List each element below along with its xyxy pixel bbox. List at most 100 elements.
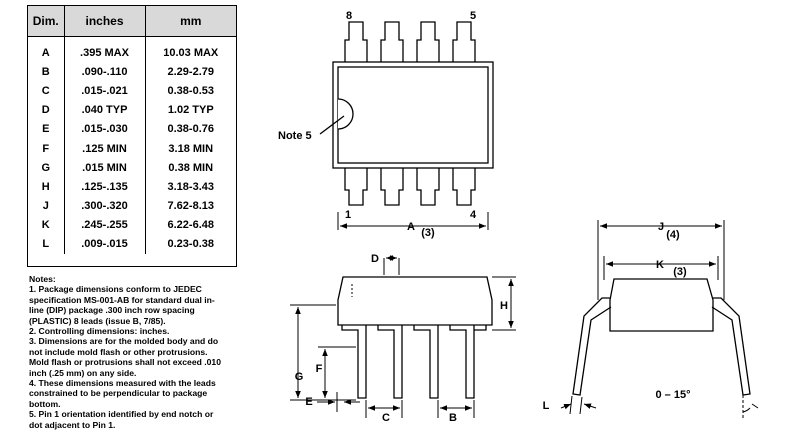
mm-cell: 0.38-0.76 [167, 123, 214, 136]
inches-cell: .015-.021 [64, 81, 146, 101]
table-row: K.245-.255 6.22-6.48 [28, 215, 236, 235]
note-line: dot adjacent to Pin 1. [29, 419, 116, 430]
table-row: B.090-.110 2.29-2.79 [28, 62, 236, 82]
package-body-end [609, 278, 714, 332]
table-row: F.125 MIN 3.18 MIN [28, 138, 236, 159]
note-line: (PLASTIC) 8 leads (issue B, 7/85). [29, 315, 166, 326]
side-view [290, 255, 516, 418]
dim-h-label: H [500, 300, 508, 312]
note-line: bottom. [29, 398, 61, 409]
header-inches: inches [64, 6, 146, 37]
dim-cell: B [28, 62, 65, 82]
note-line: Mold flash or protrusions shall not exce… [29, 357, 221, 368]
dim-cell: H [28, 177, 65, 197]
dim-l-label: L [543, 400, 550, 412]
mm-cell: 6.22-6.48 [167, 219, 214, 232]
table-row: E.015-.030 0.38-0.76 [28, 119, 236, 139]
dim-k-label: K [656, 259, 664, 271]
dim-cell: G [28, 158, 65, 178]
dimension-table: Dim. inches mm A.395 MAX 10.03 MAX B.090-.… [27, 5, 237, 267]
dim-cell: A [28, 36, 65, 63]
pin-5-label: 5 [470, 10, 476, 22]
mm-cell: 1.02 TYP [167, 104, 214, 117]
dim-j-note: (4) [666, 229, 680, 241]
note-line: inch (.25 mm) on any side. [29, 367, 137, 378]
mm-cell: 10.03 MAX [163, 46, 219, 59]
header-mm: mm [145, 6, 236, 37]
mm-cell: 3.18-3.43 [167, 180, 214, 193]
note-line: not include mold flash or other protrusi… [29, 346, 208, 357]
notes-title: Notes: [29, 274, 56, 284]
pin-4-label: 4 [470, 209, 477, 221]
header-dim: Dim. [28, 6, 65, 37]
angle-label: 0 – 15° [656, 389, 691, 401]
right-lead [711, 297, 751, 396]
mm-cell: 3.18 MIN [168, 142, 214, 155]
left-lead [572, 297, 612, 396]
inches-cell: .009-.015 [64, 234, 146, 255]
note-line: 3. Dimensions are for the molded body an… [29, 336, 219, 347]
mm-cell: 7.62-8.13 [167, 200, 214, 213]
note-line: 2. Controlling dimensions: inches. [29, 326, 170, 337]
mm-cell: 0.23-0.38 [167, 238, 214, 251]
dim-e-label: E [305, 396, 312, 408]
note5-leader [319, 115, 345, 135]
inches-cell: .015-.030 [64, 119, 146, 139]
inches-cell: .300-.320 [64, 196, 146, 216]
mm-cell: 0.38 MIN [168, 161, 214, 174]
mm-cell: 2.29-2.79 [167, 65, 214, 78]
dim-j-label: J [658, 221, 664, 233]
package-body-inner [337, 66, 489, 164]
notes-block: Notes: 1. Package dimensions conform to … [29, 274, 264, 430]
dim-cell: L [28, 234, 65, 255]
mm-cell: 0.38-0.53 [167, 84, 214, 97]
dim-c-label: C [382, 412, 390, 424]
note-line: constrained to be perpendicular to packa… [29, 388, 208, 399]
table-row: D.040 TYP 1.02 TYP [28, 100, 236, 120]
note5-label: Note 5 [278, 130, 312, 142]
package-body-top [332, 61, 494, 169]
table-row: H.125-.135 3.18-3.43 [28, 177, 236, 197]
pin-1-label: 1 [345, 209, 351, 221]
note-line: specification MS-001-AB for standard dua… [29, 294, 215, 305]
table-header-row: Dim. inches mm [28, 6, 236, 37]
pin-8-label: 8 [346, 10, 352, 22]
note-line: 1. Package dimensions conform to JEDEC [29, 284, 202, 295]
dim-cell: D [28, 100, 65, 120]
bottom-leads [344, 168, 476, 206]
inches-cell: .015 MIN [64, 158, 146, 178]
inches-cell: .040 TYP [64, 100, 146, 120]
table-row: J.300-.320 7.62-8.13 [28, 196, 236, 216]
table-row: C.015-.021 0.38-0.53 [28, 81, 236, 101]
inches-cell: .245-.255 [64, 215, 146, 235]
top-leads [344, 21, 476, 62]
side-leads [341, 325, 487, 399]
dim-f-label: F [316, 363, 323, 375]
dim-cell: K [28, 215, 65, 235]
dim-k-note: (3) [673, 266, 687, 278]
inches-cell: .395 MAX [64, 36, 146, 63]
inches-cell: .090-.110 [64, 62, 146, 82]
package-body-side [337, 276, 493, 326]
table-row: L.009-.015 0.23-0.38 [28, 234, 236, 255]
pin1-notch [337, 98, 354, 130]
dim-cell: J [28, 196, 65, 216]
dim-cell: F [28, 138, 65, 159]
top-view [319, 21, 494, 230]
dim-cell: E [28, 119, 65, 139]
dim-d-label: D [371, 253, 379, 265]
table-row: A.395 MAX 10.03 MAX [28, 36, 236, 63]
inches-cell: .125 MIN [64, 138, 146, 159]
table-row: G.015 MIN 0.38 MIN [28, 158, 236, 178]
end-view [560, 220, 759, 420]
dim-a-note: (3) [421, 227, 435, 239]
dim-b-label: B [449, 412, 457, 424]
note-line: 4. These dimensions measured with the le… [29, 378, 216, 389]
dim-cell: C [28, 81, 65, 101]
dim-g-label: G [295, 371, 304, 383]
note-line: line (DIP) package .300 inch row spacing [29, 305, 195, 316]
inches-cell: .125-.135 [64, 177, 146, 197]
dim-a-label: A [407, 221, 415, 233]
note-line: 5. Pin 1 orientation identified by end n… [29, 409, 214, 420]
